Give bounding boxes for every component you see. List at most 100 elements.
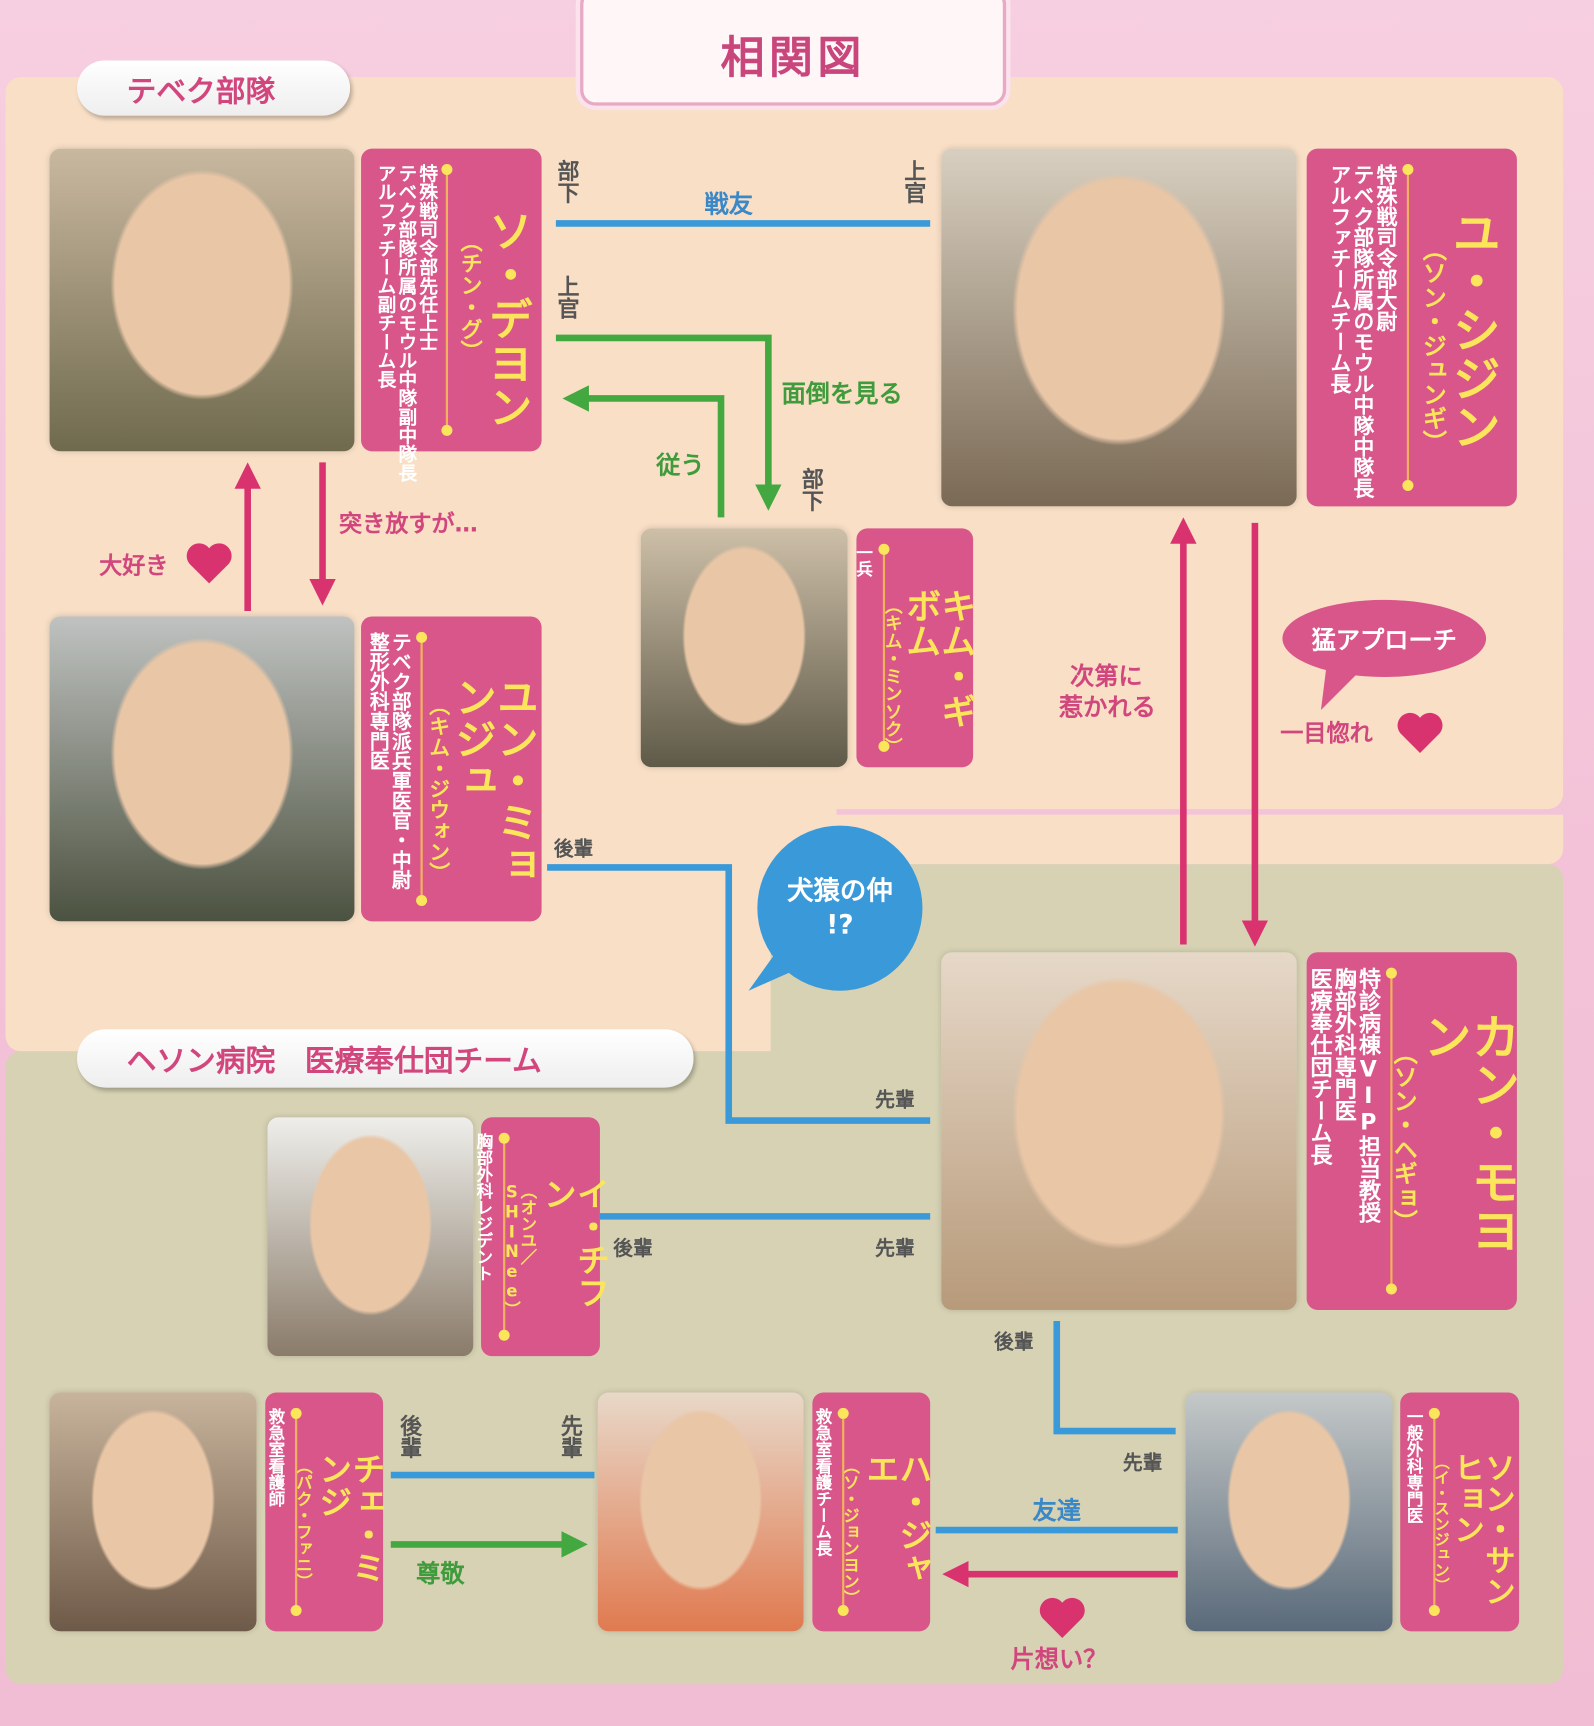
chart-title: 相関図 <box>720 31 866 84</box>
region-divider <box>836 814 1564 865</box>
description-line: 一兵 <box>854 543 875 577</box>
character-name: チェ・ミンジ <box>312 1451 385 1585</box>
character-card: 救急室看護師 （パク・ファニ）チェ・ミンジ <box>265 1392 385 1632</box>
character-photo <box>597 1392 804 1632</box>
character-card: 特殊戦司令部大尉テベク部隊所属のモウル中隊中隊長アルファチームチーム長 （ソン・ジ… <box>1306 148 1517 507</box>
character-card: 胸部外科レジデント （オンユ／SHINee）イ・チフン <box>474 1117 609 1357</box>
character-name: ハ・ジャエ <box>859 1451 932 1585</box>
description-line: 一般外科専門医 <box>1404 1407 1425 1524</box>
relation-label-mendou: 面倒を見る <box>781 380 903 409</box>
character-name: ユン・ミョンジュ <box>448 675 539 886</box>
description-line: アルファチーム副チーム長 <box>373 164 396 389</box>
arrow-mendou <box>555 334 782 511</box>
description-line: 救急室看護チーム長 <box>813 1407 834 1557</box>
character-photo <box>267 1117 474 1357</box>
relation-label-kataomoi: 片想い？ <box>1010 1646 1108 1675</box>
character-description: 胸部外科レジデント <box>474 1132 495 1282</box>
character-photo <box>941 952 1297 1310</box>
character-description: 救急室看護師 <box>266 1407 287 1507</box>
description-line: テベク部隊派兵軍医官・中尉 <box>388 631 412 890</box>
relation-label-joukan2: 上官 <box>553 275 581 320</box>
character-card: 一般外科専門医 （イ・スンジュン）ソン・サンヒョン <box>1400 1392 1520 1632</box>
character-photo <box>1185 1392 1393 1632</box>
heart-icon-kataomoi <box>1039 1597 1085 1638</box>
bubble-mou-approach: 猛アプローチ <box>1282 599 1487 677</box>
heart-icon-daisuki <box>186 543 232 584</box>
relation-label-senpai2: 先輩 <box>875 1237 915 1261</box>
character-actor: （ソン・ジュンギ） <box>1418 236 1446 455</box>
heart-icon-hitomebore <box>1397 712 1443 753</box>
character-actor: （ソ・ジョンヨン） <box>841 1457 861 1607</box>
description-line: 特殊戦司令部先任上士 <box>415 164 438 352</box>
relation-label-kouhai1: 後輩 <box>553 837 594 861</box>
relation-label-kouhai3: 後輩 <box>994 1330 1034 1354</box>
card-divider <box>440 164 453 436</box>
relation-label-hitomebore: 一目惚れ <box>1280 719 1373 747</box>
group-label-hospital: ヘソン病院 医療奉仕団チーム <box>77 1029 694 1088</box>
description-line: 医療奉仕団チーム長 <box>1306 967 1334 1166</box>
character-actor: （ソン・ヘギョ） <box>1389 1040 1417 1234</box>
bubble-kenen: 犬猿の仲 !? <box>757 825 923 991</box>
description-line: テベク部隊所属のモウル中隊副中隊長 <box>394 164 417 483</box>
character-photo <box>49 1392 257 1632</box>
relation-label-buka1: 部下 <box>553 159 581 204</box>
character-description: 特殊戦司令部大尉テベク部隊所属のモウル中隊中隊長アルファチームチーム長 <box>1327 164 1397 499</box>
character-actor: （キム・ジウォン） <box>426 694 451 883</box>
relation-label-kouhai4: 後輩 <box>396 1414 423 1459</box>
character-name: キム・ギボム <box>900 587 978 729</box>
description-line: テベク部隊所属のモウル中隊中隊長 <box>1350 164 1375 499</box>
character-name: イ・チフン <box>537 1176 609 1309</box>
character-photo <box>49 148 355 452</box>
relation-label-tomodachi: 友達 <box>1032 1498 1082 1526</box>
description-line: 救急室看護師 <box>266 1407 287 1507</box>
relation-label-joukan1: 上官 <box>900 159 927 204</box>
character-description: 特殊戦司令部先任上士テベク部隊所属のモウル中隊副中隊長アルファチーム副チーム長 <box>373 164 438 483</box>
description-line: 胸部外科レジデント <box>474 1132 495 1282</box>
description-line: 整形外科専門医 <box>366 631 390 771</box>
chart-title-tab: 相関図 <box>580 0 1007 106</box>
relation-label-senpai3: 先輩 <box>1122 1451 1163 1476</box>
character-description: テベク部隊派兵軍医官・中尉整形外科専門医 <box>366 631 412 890</box>
relation-label-senpai4: 先輩 <box>557 1414 584 1459</box>
relation-label-shidaini-1: 次第に <box>1069 663 1143 692</box>
line-moyeon-sanghyeon <box>1053 1320 1176 1435</box>
relation-label-daisuki: 大好き <box>99 552 169 580</box>
character-actor: （イ・スンジュン） <box>1432 1454 1450 1593</box>
relation-label-buka2: 部下 <box>798 467 825 512</box>
bubble-pink-tail <box>1320 665 1360 711</box>
card-divider <box>415 631 428 906</box>
description-line: 胸部外科専門医 <box>1330 967 1358 1122</box>
character-name: カン・モヨン <box>1414 1011 1520 1254</box>
character-actor: （キム・ミンソク） <box>881 596 903 756</box>
line-myeongju-moyeon <box>547 864 931 1124</box>
relation-label-senyu: 戦友 <box>704 191 753 220</box>
character-description: 救急室看護チーム長 <box>813 1407 834 1557</box>
character-description: 特診病棟VIP担当教授胸部外科専門医医療奉仕団チーム長 <box>1306 967 1382 1223</box>
relation-label-senpai1: 先輩 <box>875 1088 915 1112</box>
relation-label-shitagau: 従う <box>656 452 705 480</box>
character-description: 一般外科専門医 <box>1404 1407 1425 1524</box>
character-name: ユ・シジン <box>1443 208 1500 451</box>
character-photo <box>49 616 355 922</box>
character-card: 一兵 （キム・ミンソク）キム・ギボム <box>854 528 978 768</box>
character-name: ソン・サンヒョン <box>1449 1451 1517 1607</box>
relation-label-shidaini-2: 惹かれる <box>1058 694 1156 723</box>
character-actor: （パク・ファニ） <box>293 1457 314 1590</box>
character-actor: （オンユ／SHINee） <box>501 1182 539 1318</box>
bubble-kenen-line2: !? <box>826 909 854 941</box>
character-actor: （チン・グ） <box>456 230 484 363</box>
description-line: 特診病棟VIP担当教授 <box>1355 967 1382 1223</box>
character-photo <box>941 148 1297 507</box>
relation-label-kouhai2: 後輩 <box>613 1237 653 1261</box>
character-card: 特診病棟VIP担当教授胸部外科専門医医療奉仕団チーム長（ソン・ヘギョ）カン・モヨ… <box>1306 952 1520 1310</box>
character-description: 一兵 <box>854 543 875 577</box>
arrow-shitagau <box>562 385 725 518</box>
relation-label-sonkei: 尊敬 <box>416 1560 465 1589</box>
description-line: アルファチームチーム長 <box>1327 164 1352 395</box>
group-label-military: テベク部隊 <box>77 60 351 116</box>
character-photo <box>640 528 848 768</box>
character-name: ソ・デヨン <box>481 208 532 429</box>
character-card: 特殊戦司令部先任上士テベク部隊所属のモウル中隊副中隊長アルファチーム副チーム長 （… <box>361 148 542 482</box>
